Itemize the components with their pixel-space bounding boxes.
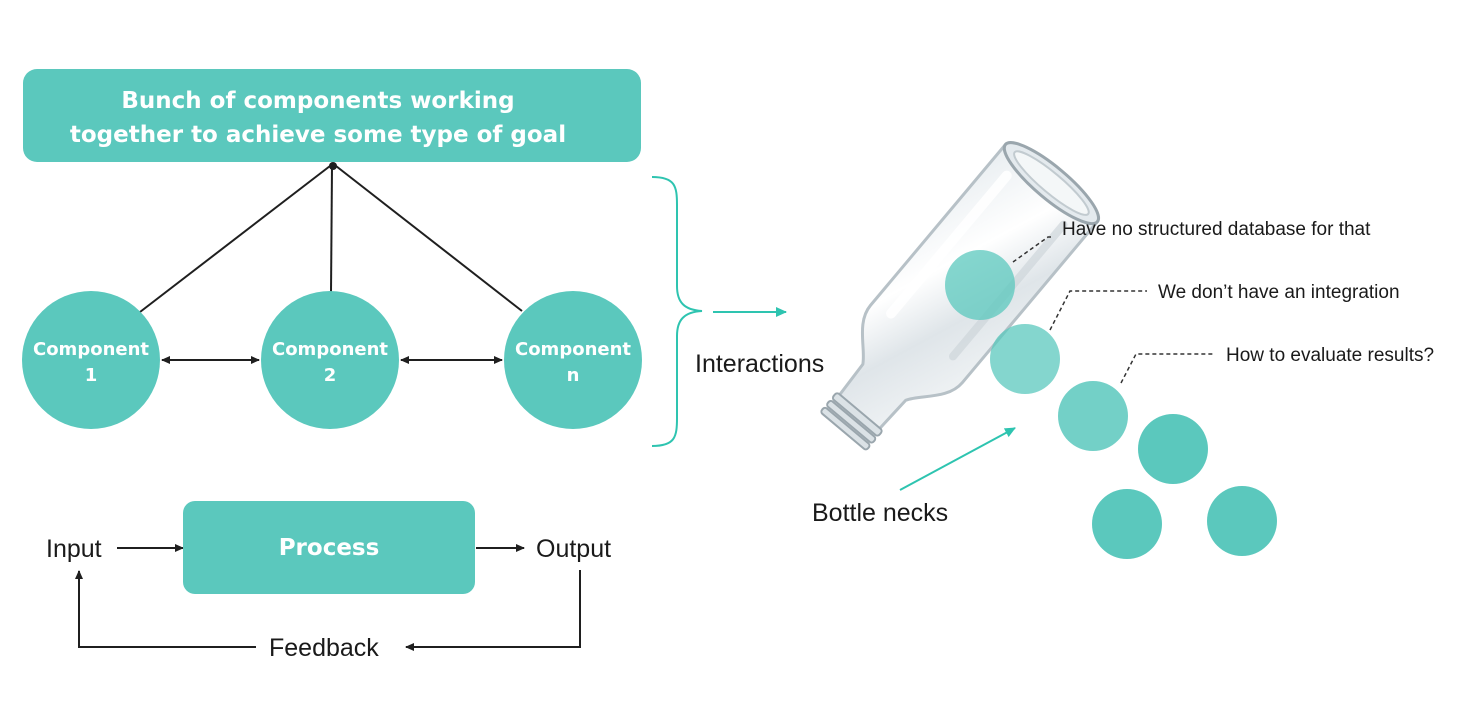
note-evaluate-results: How to evaluate results?	[1226, 345, 1434, 366]
output-to-feedback-arrow	[405, 570, 581, 651]
feedback-to-input-arrow	[75, 570, 256, 648]
connector-component-2-goal	[330, 165, 333, 294]
feedback-loop: Input Process Output Feedback	[46, 501, 611, 662]
goal-box-line1: Bunch of components working	[121, 88, 514, 114]
connector-component-1-goal	[139, 165, 331, 313]
bottleneck-ball-3	[1058, 381, 1128, 451]
goal-connector-junction	[329, 162, 337, 170]
component-2-line2: 2	[324, 365, 337, 386]
note-no-integration: We don’t have an integration	[1158, 282, 1400, 303]
connector-component-n-goal	[335, 165, 523, 312]
goal-box-background	[23, 69, 641, 162]
component-1-line1: Component	[33, 339, 149, 360]
note-1-leader	[1012, 236, 1052, 263]
interactions-brace	[651, 176, 703, 447]
output-label: Output	[536, 535, 611, 563]
component-n-line2: n	[567, 365, 580, 386]
component-2-circle	[261, 291, 399, 429]
bottleneck-pointer-arrow	[899, 427, 1016, 491]
component-n: Component n	[504, 291, 642, 429]
component-1-circle	[22, 291, 160, 429]
feedback-label: Feedback	[269, 634, 379, 662]
component-1: Component 1	[22, 291, 160, 429]
component-goal-connectors	[139, 162, 523, 313]
process-box	[183, 501, 475, 594]
goal-box: Bunch of components working together to …	[23, 69, 641, 162]
bottle-illustration	[820, 141, 1277, 559]
interactions-label: Interactions	[695, 350, 824, 378]
bottleneck-ball-2	[990, 324, 1060, 394]
bottleneck-label: Bottle necks	[812, 499, 948, 527]
input-label: Input	[46, 535, 102, 563]
component-2: Component 2	[261, 291, 399, 429]
component-n-line1: Component	[515, 339, 631, 360]
spilled-ball-2	[1092, 489, 1162, 559]
note-3-leader	[1120, 353, 1215, 384]
note-leaders	[1012, 236, 1215, 384]
component-1-line2: 1	[85, 365, 98, 386]
note-no-structured-database: Have no structured database for that	[1062, 219, 1371, 240]
process-label: Process	[279, 535, 380, 561]
component-n-circle	[504, 291, 642, 429]
spilled-ball-1	[1138, 414, 1208, 484]
component-2-line1: Component	[272, 339, 388, 360]
bottleneck-ball-1	[945, 250, 1015, 320]
note-2-leader	[1049, 290, 1147, 331]
goal-box-line2: together to achieve some type of goal	[70, 122, 566, 148]
spilled-ball-3	[1207, 486, 1277, 556]
